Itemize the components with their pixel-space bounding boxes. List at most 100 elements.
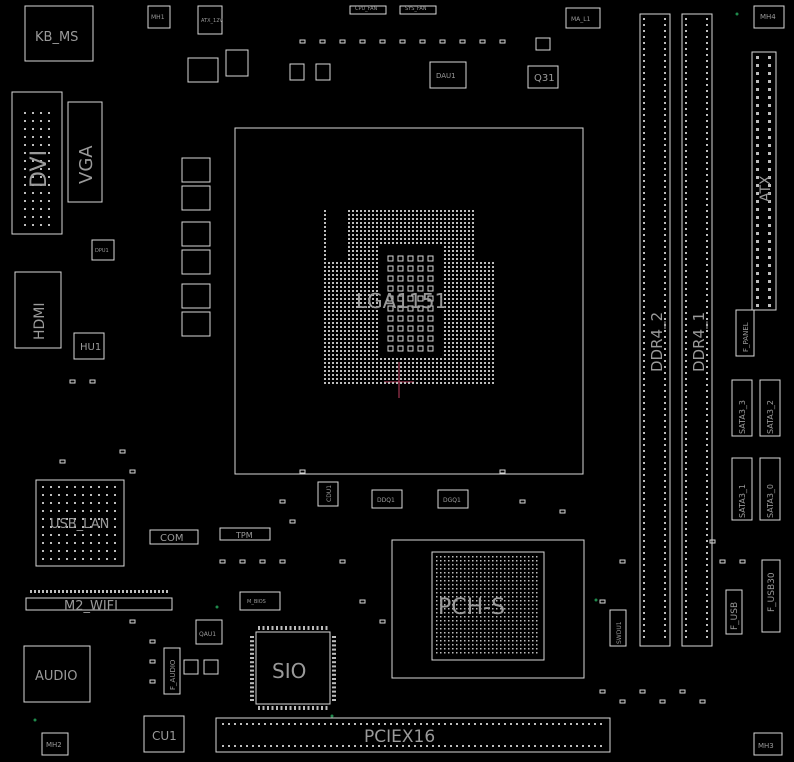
usb-lan-pin <box>58 494 60 496</box>
socket-pin <box>468 270 470 272</box>
socket-pin <box>368 254 370 256</box>
pch-ball <box>500 580 502 582</box>
pch-ball <box>472 592 474 594</box>
pch-ball <box>528 572 530 574</box>
socket-pin <box>360 254 362 256</box>
socket-pin <box>380 230 382 232</box>
pch-ball <box>464 564 466 566</box>
pch-ball <box>500 556 502 558</box>
pch-ball <box>520 636 522 638</box>
sio-pin <box>250 690 254 693</box>
socket-pin <box>380 238 382 240</box>
dimm-pin <box>643 210 645 212</box>
pch-ball <box>536 560 538 562</box>
pch-ball <box>472 584 474 586</box>
label-swdu1: SWDU1 <box>616 621 623 644</box>
pch-ball <box>500 608 502 610</box>
socket-pin <box>476 314 478 316</box>
socket-pin <box>344 302 346 304</box>
label-kb-ms: KB_MS <box>35 30 78 45</box>
pch-ball <box>484 612 486 614</box>
dimm-pin <box>643 528 645 530</box>
pch-ball <box>440 588 442 590</box>
dimm-pin <box>685 174 687 176</box>
socket-pin <box>448 330 450 332</box>
socket-pin <box>364 366 366 368</box>
dimm-pin <box>685 18 687 20</box>
usb-lan-pin <box>50 526 52 528</box>
pch-ball <box>452 632 454 634</box>
pch-ball <box>520 620 522 622</box>
pch-ball <box>488 588 490 590</box>
dvi-pin <box>32 160 34 162</box>
pch-ball <box>472 608 474 610</box>
dimm-pin <box>664 522 666 524</box>
dimm-pin <box>664 18 666 20</box>
pch-ball <box>528 620 530 622</box>
socket-pin <box>332 286 334 288</box>
socket-pin <box>360 286 362 288</box>
dimm-pin <box>643 552 645 554</box>
usb-lan-pin <box>42 486 44 488</box>
socket-pin <box>464 318 466 320</box>
socket-pin <box>400 382 402 384</box>
socket-pin <box>372 246 374 248</box>
pch-ball <box>468 572 470 574</box>
socket-pin <box>448 270 450 272</box>
dimm-pin <box>685 144 687 146</box>
socket-pin <box>324 230 326 232</box>
dimm-pin <box>685 210 687 212</box>
ma-l1-component <box>565 7 601 29</box>
usb-lan-pin <box>106 502 108 504</box>
socket-pin <box>444 258 446 260</box>
socket-pin <box>492 274 494 276</box>
atx-pin <box>756 248 759 251</box>
socket-pin <box>456 222 458 224</box>
pch-ball <box>480 556 482 558</box>
dimm-pin <box>706 594 708 596</box>
socket-pin <box>440 214 442 216</box>
pch-ball <box>448 648 450 650</box>
usb-lan-pin <box>82 494 84 496</box>
pcie-pin <box>222 723 224 725</box>
pch-ball <box>448 596 450 598</box>
atx-pin <box>768 136 771 139</box>
dimm-pin <box>706 612 708 614</box>
socket-pin <box>460 274 462 276</box>
pch-ball <box>452 624 454 626</box>
dimm-pin <box>685 540 687 542</box>
socket-pin <box>372 210 374 212</box>
pch-ball <box>496 620 498 622</box>
socket-pin <box>452 294 454 296</box>
atx-pin <box>756 264 759 267</box>
socket-pin <box>344 282 346 284</box>
pch-ball <box>440 620 442 622</box>
dimm-pin <box>706 192 708 194</box>
pch-ball <box>436 600 438 602</box>
pch-ball <box>504 648 506 650</box>
socket-pin <box>476 302 478 304</box>
socket-pin <box>348 382 350 384</box>
socket-pin <box>472 266 474 268</box>
socket-pin <box>492 342 494 344</box>
pch-ball <box>532 580 534 582</box>
dimm-pin <box>643 582 645 584</box>
dimm-pin <box>706 534 708 536</box>
smd-component <box>299 39 306 44</box>
pch-ball <box>532 636 534 638</box>
pcie-pin <box>450 723 452 725</box>
socket-pin <box>364 326 366 328</box>
socket-pin <box>444 334 446 336</box>
dimm-pin <box>664 636 666 638</box>
socket-pin <box>344 306 346 308</box>
socket-pin <box>372 378 374 380</box>
socket-pin <box>344 262 346 264</box>
socket-pin <box>452 354 454 356</box>
socket-pin <box>364 354 366 356</box>
socket-pin <box>472 242 474 244</box>
sio-pin <box>250 636 254 638</box>
socket-pin <box>392 374 394 376</box>
dimm-pin <box>643 330 645 332</box>
socket-pin <box>352 338 354 340</box>
label-hdmi: HDMI <box>32 302 48 340</box>
